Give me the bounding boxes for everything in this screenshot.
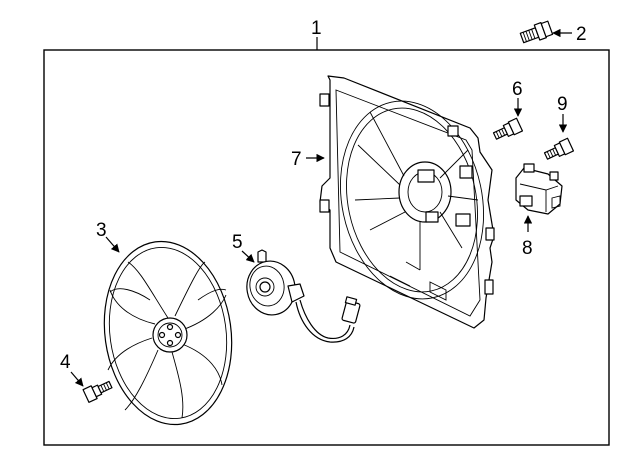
fan-motor-5 (246, 249, 361, 343)
callout-number-5: 5 (232, 232, 243, 253)
callout-3-arrow (105, 236, 120, 253)
callout-number-3: 3 (96, 220, 107, 241)
callout-5-arrow (241, 250, 255, 263)
resistor-8 (515, 163, 563, 215)
callout-number-9: 9 (557, 94, 568, 115)
assembly-frame (43, 49, 610, 446)
bolt-6 (492, 117, 524, 140)
bolt-4 (82, 380, 113, 403)
callout-number-6: 6 (512, 79, 523, 100)
callout-number-8: 8 (522, 238, 533, 259)
bolt-2 (519, 20, 554, 44)
bolt-9 (543, 137, 575, 160)
callout-number-4: 4 (60, 352, 71, 373)
shroud-7 (319, 75, 495, 329)
callout-4-arrow (70, 371, 84, 387)
callout-number-7: 7 (291, 149, 302, 170)
fan-blade-3 (103, 240, 233, 426)
callout-number-1: 1 (311, 18, 322, 39)
callout-number-2: 2 (576, 24, 587, 45)
